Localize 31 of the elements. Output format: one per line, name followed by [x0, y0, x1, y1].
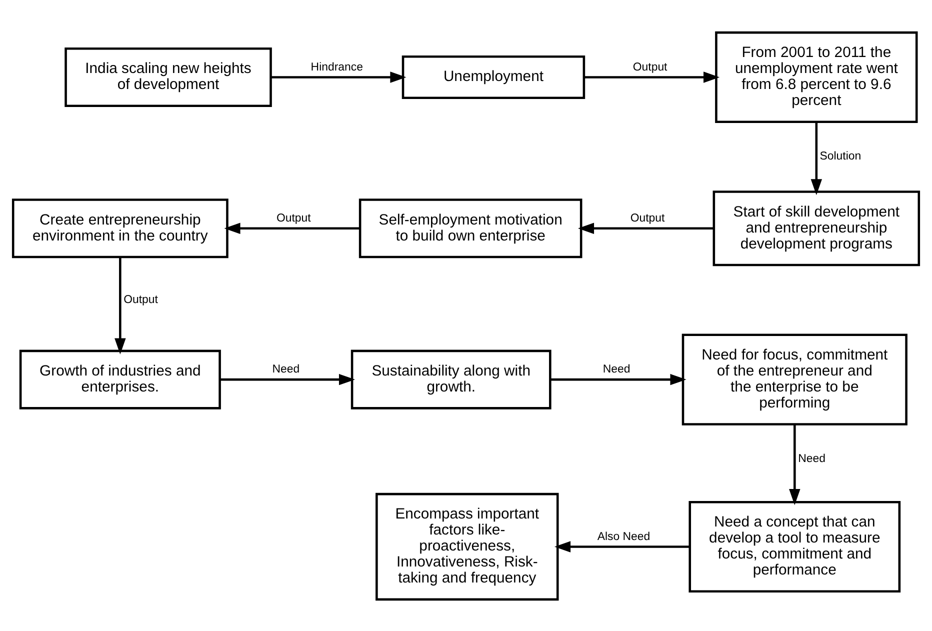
arrow [224, 222, 360, 234]
arrow [220, 373, 356, 385]
edge-label: Also Need [597, 530, 650, 542]
node-box: Unemployment [402, 54, 586, 98]
node-box: From 2001 to 2011 the unemployment rate went from 6.8 percent to 9.6 percent [715, 30, 918, 123]
arrow [550, 373, 686, 385]
node-box: Sustainability along with growth. [350, 349, 552, 409]
edge-label: Hindrance [310, 60, 363, 73]
arrow [810, 122, 822, 195]
arrow [789, 424, 800, 505]
edge-label: Need [272, 363, 300, 376]
arrow [554, 540, 690, 552]
node-box: Encompass important factors like- proactiveness, Innovativeness, Risk-taking and frequency [376, 492, 559, 600]
edge-label: Output [630, 212, 665, 224]
edge-label: Solution [820, 150, 862, 162]
node-box: India scaling new heights of development [64, 46, 272, 107]
node-box: Self-employment motivation to build own enterprise [358, 198, 582, 258]
edge-label: Output [632, 60, 668, 73]
arrow [271, 71, 406, 82]
edge-label: Need [602, 363, 630, 376]
arrow [578, 222, 714, 234]
node-box: Start of skill development and entrepreneurship development programs [712, 190, 920, 266]
node-box: Need a concept that can develop a tool to measure focus, commitment and performance [688, 500, 901, 592]
node-box: Need for focus, commitment of the entrepreneur and the enterprise to be performing [682, 333, 908, 425]
arrow [584, 71, 720, 82]
edge-label: Output [276, 212, 311, 224]
edge-label: Need [798, 452, 826, 465]
node-box: Create entrepreneurship environment in the country [12, 198, 228, 258]
edge-label: Output [124, 293, 158, 306]
node-box: Growth of industries and enterprises. [19, 349, 221, 409]
arrow [114, 256, 126, 354]
